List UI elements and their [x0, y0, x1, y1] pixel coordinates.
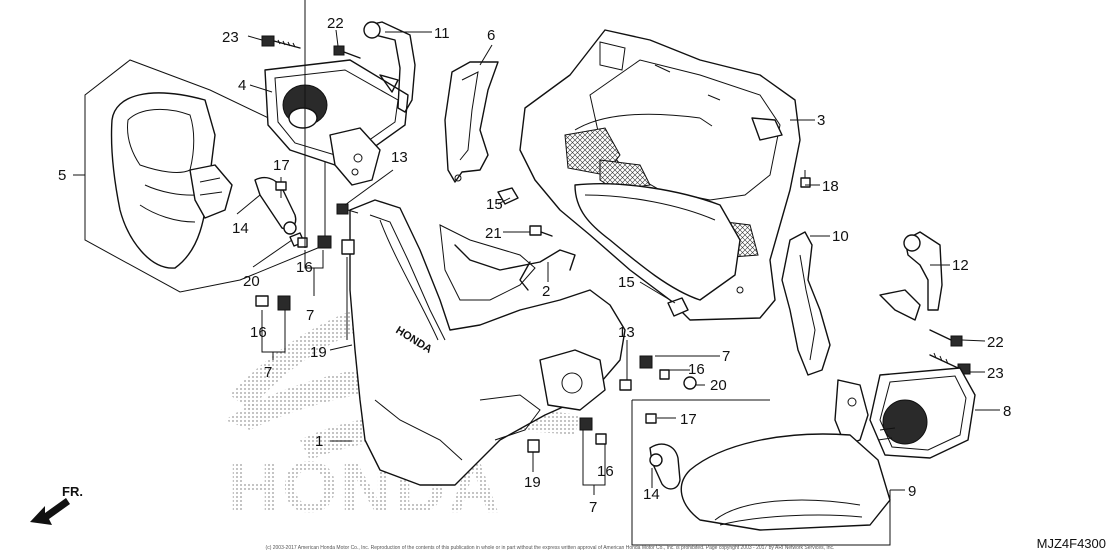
- part-13-left-screw: [336, 203, 359, 215]
- callout-17-right: 17: [680, 411, 697, 428]
- part-10-right-bracket: [781, 231, 831, 376]
- callout-16-center-lower: 16: [597, 463, 614, 480]
- copyright-notice: (c) 2003-2017 American Honda Motor Co., …: [265, 545, 835, 551]
- part-9-right-side-cover: [631, 399, 891, 546]
- part-6-trim: [444, 61, 499, 183]
- callout-3: 3: [817, 112, 825, 129]
- callout-23-left: 23: [222, 29, 239, 46]
- callout-13-left: 13: [391, 149, 408, 166]
- part-17-right-screw: [645, 413, 657, 424]
- part-19-left-nut: [341, 239, 355, 255]
- part-1-front-cover: HONDA: [349, 199, 626, 486]
- part-23-left-bolt: [261, 35, 301, 49]
- part-16-center-upper-nut: [639, 355, 670, 380]
- front-direction-label: FR.: [62, 484, 83, 499]
- part-17-left-screw: [275, 181, 287, 198]
- callout-20-right: 20: [710, 377, 727, 394]
- callout-8: 8: [1003, 403, 1011, 420]
- callout-20-left: 20: [243, 273, 260, 290]
- callout-7-center-upper: 7: [722, 348, 730, 365]
- callout-10: 10: [832, 228, 849, 245]
- callout-15-lower: 15: [618, 274, 635, 291]
- part-14-right-clip: [649, 443, 681, 490]
- part-16-center-lower-nut: [579, 417, 607, 445]
- part-11-left-bracket: [363, 21, 416, 113]
- part-12-right-bracket: [879, 231, 943, 321]
- callout-17-left: 17: [273, 157, 290, 174]
- callout-19-center: 19: [524, 474, 541, 491]
- callout-22-right: 22: [987, 334, 1004, 351]
- part-19-center-nut: [527, 439, 540, 453]
- callout-6: 6: [487, 27, 495, 44]
- callout-16-left-lower: 16: [250, 324, 267, 341]
- callout-14-left: 14: [232, 220, 249, 237]
- part-22-right-nut: [929, 329, 963, 347]
- callout-22-left: 22: [327, 15, 344, 32]
- part-20-right-clip: [683, 376, 697, 390]
- part-2-wire-stay: [454, 244, 576, 291]
- callout-16-center-upper: 16: [688, 361, 705, 378]
- callout-23-right: 23: [987, 365, 1004, 382]
- callout-7-left-lower: 7: [264, 364, 272, 381]
- callout-5: 5: [58, 167, 66, 184]
- leader-lines: [73, 0, 1000, 495]
- callouts: 23 22 11 6 4 5 3 13 17 18 15 14 10 21 12…: [58, 15, 1011, 516]
- callout-2: 2: [542, 283, 550, 300]
- callout-15-upper: 15: [486, 196, 503, 213]
- part-5-left-side-cover: [84, 59, 326, 293]
- callout-21: 21: [485, 225, 502, 242]
- part-21-screw: [529, 225, 553, 237]
- part-16-left-lower-nut: [255, 295, 291, 311]
- callout-7-center-lower: 7: [589, 499, 597, 516]
- callout-9: 9: [908, 483, 916, 500]
- part-14-left-clip: [254, 176, 297, 235]
- callout-11: 11: [434, 25, 450, 42]
- diagram-code: MJZ4F4300: [1036, 536, 1106, 551]
- callout-16-left-upper: 16: [296, 259, 313, 276]
- callout-12: 12: [952, 257, 969, 274]
- part-13-center-screw: [619, 379, 632, 391]
- callout-18: 18: [822, 178, 839, 195]
- part-8-right-speaker-panel: [834, 367, 976, 459]
- part-3-inner-panel: [519, 29, 801, 321]
- part-15-lower-clip: [667, 297, 689, 317]
- callout-13-center: 13: [618, 324, 635, 341]
- callout-19-left: 19: [310, 344, 327, 361]
- part-15-upper-clip: [497, 187, 519, 205]
- front-direction-arrow-icon: [30, 498, 70, 525]
- callout-7-left-upper: 7: [306, 307, 314, 324]
- callout-14-right: 14: [643, 486, 660, 503]
- part-22-left-nut: [333, 45, 361, 59]
- part-18-screw: [800, 170, 811, 188]
- callout-4: 4: [238, 77, 246, 94]
- part-16-left-upper-nut: [297, 235, 332, 249]
- callout-1: 1: [315, 433, 323, 450]
